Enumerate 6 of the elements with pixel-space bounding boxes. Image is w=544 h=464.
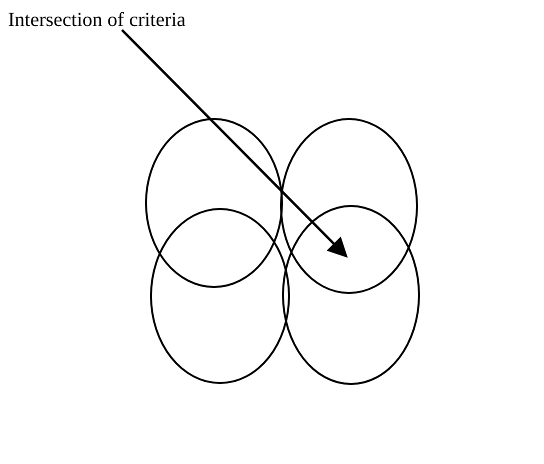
- criteria-circle: [280, 118, 418, 294]
- criteria-circle: [282, 205, 420, 385]
- leader-arrow: [121, 29, 348, 258]
- criteria-circle: [150, 208, 290, 384]
- criteria-circle: [145, 118, 283, 288]
- callout-text: Intersection of criteria: [8, 6, 186, 34]
